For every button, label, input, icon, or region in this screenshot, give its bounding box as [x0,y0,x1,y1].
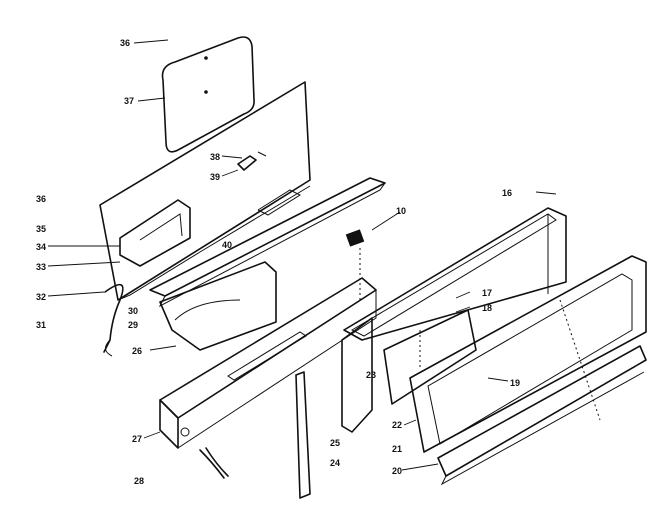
callout-19: 19 [510,378,520,388]
door-frame [343,207,567,341]
callout-35: 35 [36,224,46,234]
control-base [159,261,277,351]
callout-25: 25 [330,438,340,448]
callout-38: 38 [210,152,220,162]
callout-36-left: 36 [36,194,46,204]
callout-34: 34 [36,242,46,252]
callout-32: 32 [36,292,46,302]
callout-21: 21 [392,444,402,454]
wire-harness [103,283,124,357]
callout-31: 31 [36,320,46,330]
callout-10: 10 [396,206,406,216]
grommet [345,229,365,247]
callout-17: 17 [482,288,492,298]
mounting-bracket [119,199,191,267]
callout-22: 22 [392,420,402,430]
vertical-strip [295,371,311,499]
glass-panel [383,309,477,405]
clip [237,151,267,171]
back-panel [99,81,311,301]
callout-28: 28 [134,476,144,486]
callout-40: 40 [222,240,232,250]
wires [199,447,229,479]
callout-36-top: 36 [120,38,130,48]
callout-30: 30 [128,306,138,316]
callout-27: 27 [132,434,142,444]
leader-lines [47,39,557,471]
callout-16: 16 [502,188,512,198]
callout-33: 33 [36,262,46,272]
callout-29: 29 [128,320,138,330]
callout-23: 23 [366,370,376,380]
door-rail [437,345,647,486]
control-panel [159,277,377,449]
callout-37: 37 [124,96,134,106]
callout-20: 20 [392,466,402,476]
guide-lines [359,248,601,421]
callout-24: 24 [330,458,340,468]
callout-18: 18 [482,303,492,313]
door-outer-frame [409,255,647,453]
callout-26: 26 [132,346,142,356]
callout-39: 39 [210,172,220,182]
insulation-plate [161,36,255,153]
